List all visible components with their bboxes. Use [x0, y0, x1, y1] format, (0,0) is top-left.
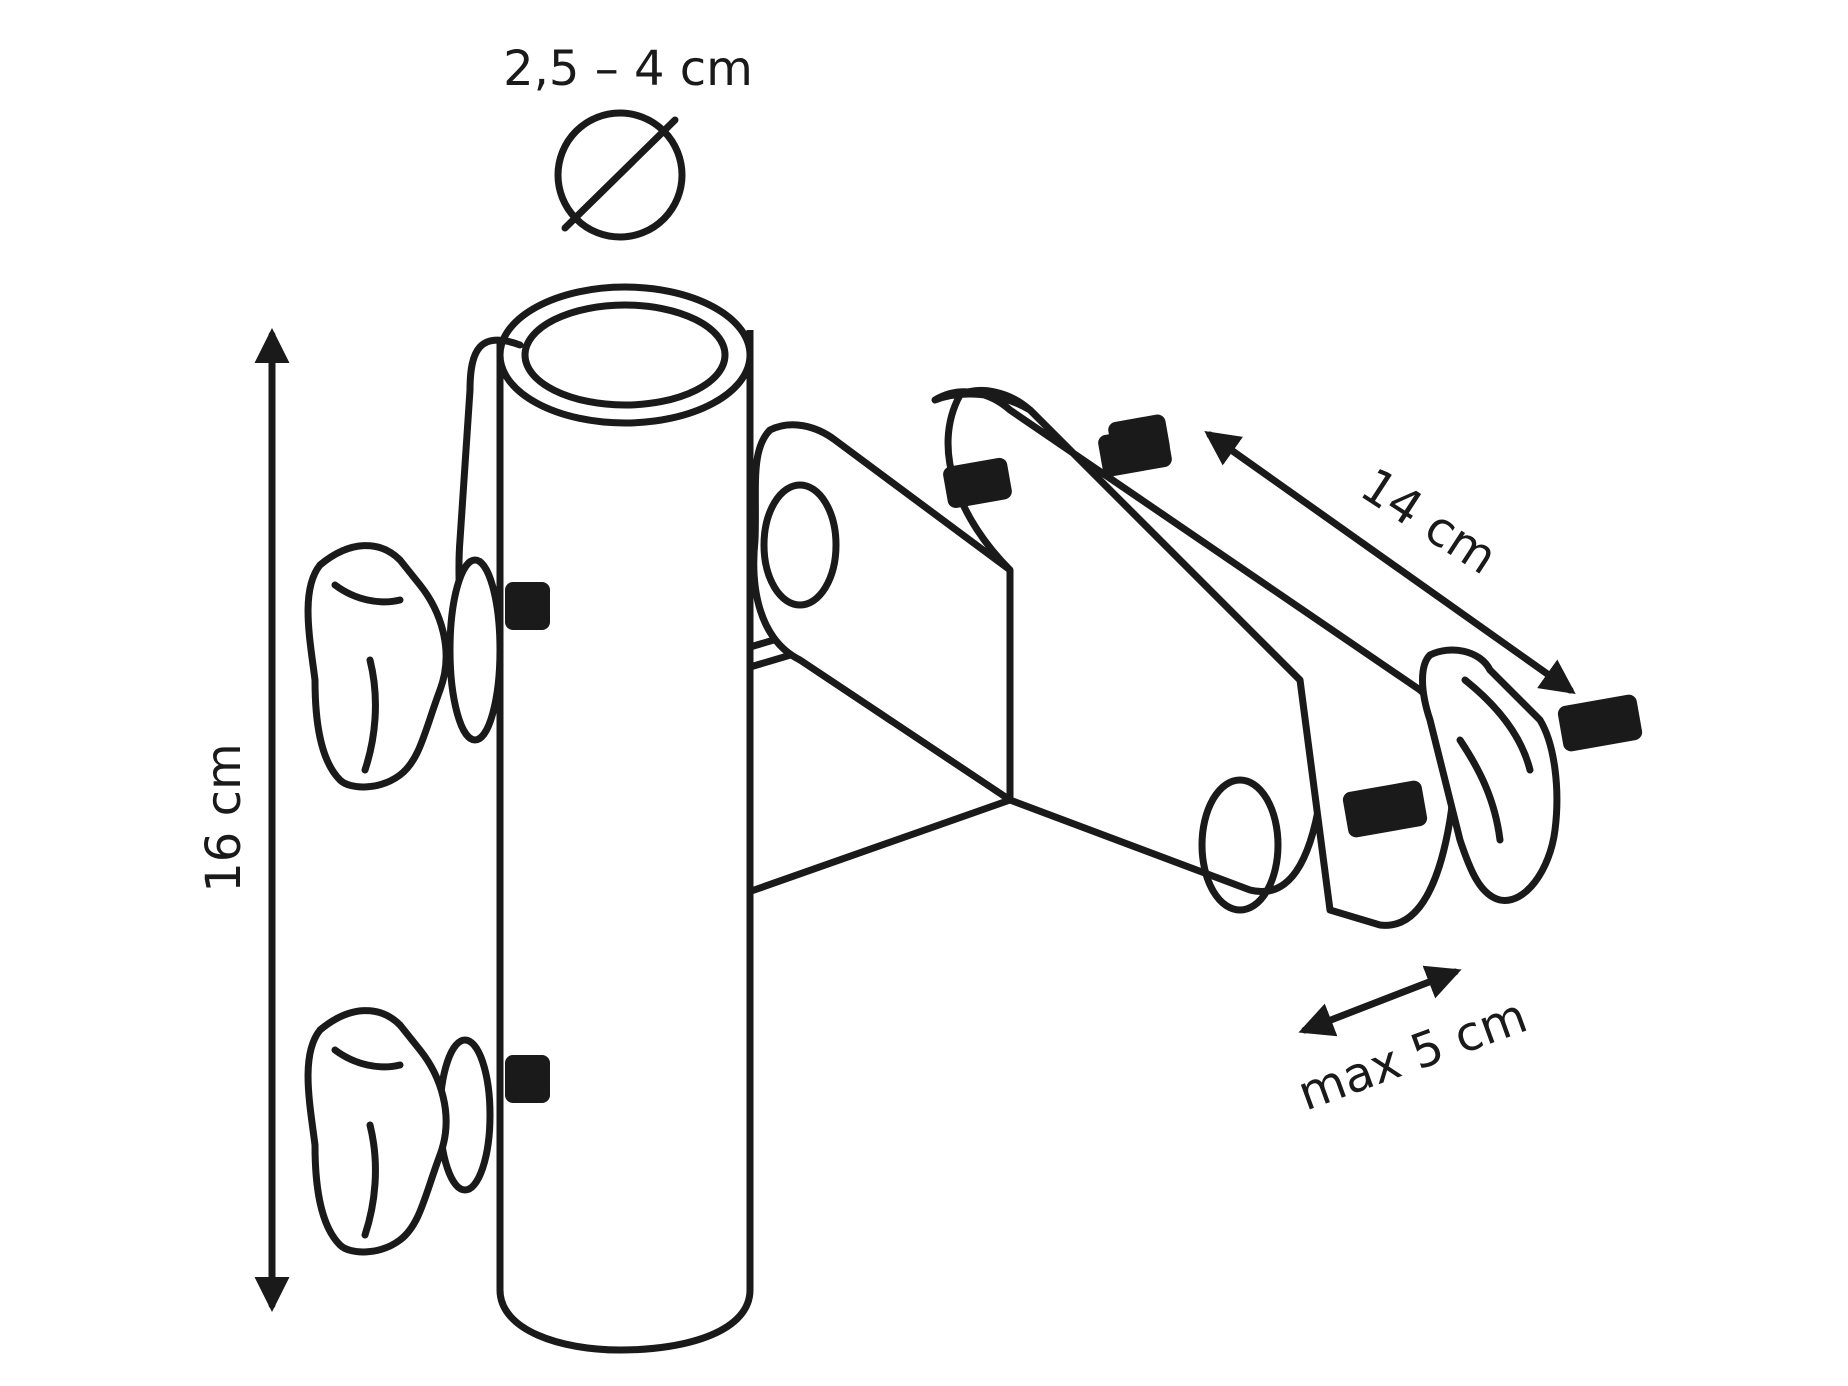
height-label: 16 cm — [196, 743, 252, 892]
length-label: 14 cm — [1351, 457, 1507, 585]
clamp-label: max 5 cm — [1291, 988, 1535, 1122]
clamp-dimension-arrow — [1298, 965, 1462, 1037]
clamp-threaded-rods — [943, 414, 1643, 838]
lower-wing-screw — [304, 1007, 550, 1256]
diameter-symbol — [554, 109, 686, 241]
rear-clamp-plate — [931, 388, 1457, 929]
clamp-wing-nut — [1419, 646, 1561, 904]
back-bracket-plate — [750, 421, 1014, 804]
upper-wing-screw — [304, 542, 550, 791]
length-dimension-arrow — [1204, 430, 1576, 695]
vertical-tube — [496, 283, 754, 1354]
diameter-label: 2,5 – 4 cm — [503, 41, 753, 97]
